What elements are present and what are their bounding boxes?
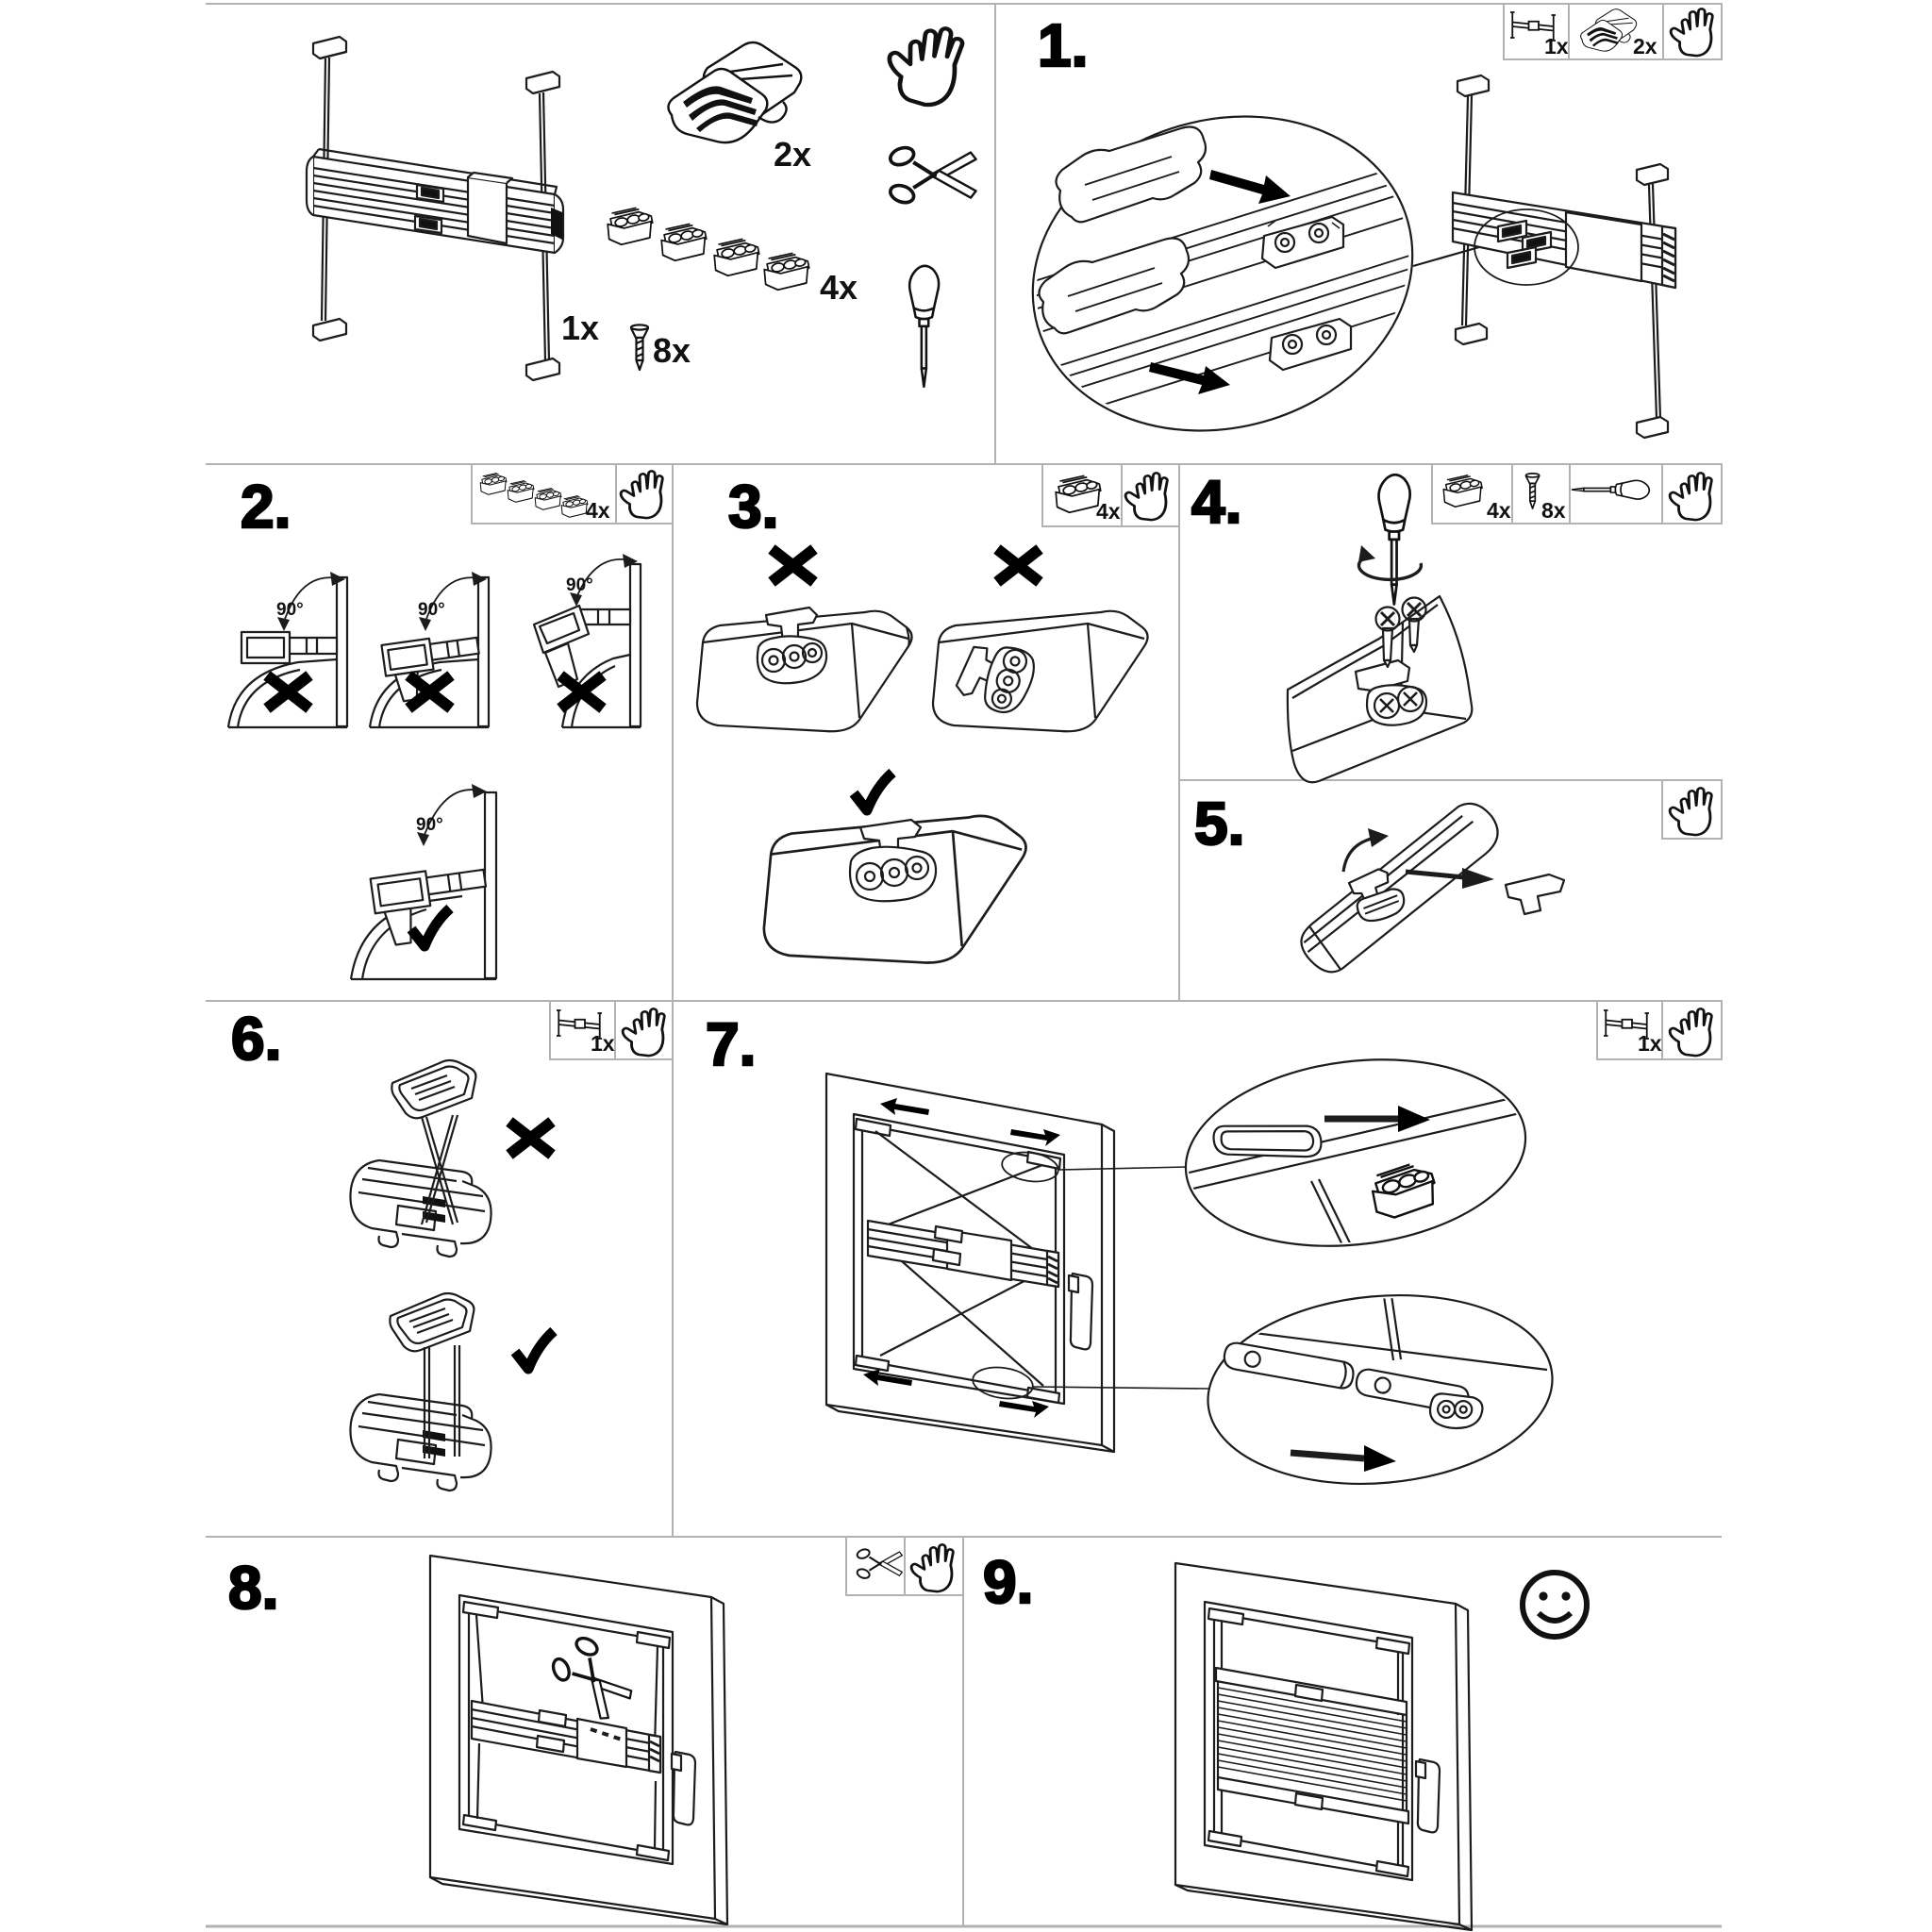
svg-text:90°: 90° <box>418 600 445 620</box>
svg-text:1x: 1x <box>1544 34 1569 58</box>
svg-text:2.: 2. <box>241 473 291 541</box>
svg-text:7.: 7. <box>706 1010 756 1078</box>
svg-text:9.: 9. <box>983 1548 1033 1616</box>
svg-text:4.: 4. <box>1191 468 1241 536</box>
svg-text:1x: 1x <box>591 1031 615 1056</box>
svg-text:4x: 4x <box>1487 498 1511 523</box>
svg-text:90°: 90° <box>276 600 304 620</box>
svg-text:4x: 4x <box>1096 499 1121 524</box>
svg-text:90°: 90° <box>566 575 593 595</box>
svg-text:4x: 4x <box>820 268 858 307</box>
svg-text:90°: 90° <box>416 815 443 835</box>
svg-text:4x: 4x <box>586 498 610 523</box>
svg-text:2x: 2x <box>1633 34 1657 58</box>
svg-text:8x: 8x <box>1541 498 1566 523</box>
svg-text:8.: 8. <box>228 1554 278 1622</box>
svg-text:3.: 3. <box>728 473 778 541</box>
svg-text:2x: 2x <box>774 135 811 174</box>
svg-text:1x: 1x <box>561 308 599 347</box>
svg-text:8x: 8x <box>653 331 691 370</box>
svg-text:1.: 1. <box>1038 11 1088 79</box>
svg-text:6.: 6. <box>231 1005 281 1073</box>
svg-text:1x: 1x <box>1638 1031 1662 1056</box>
svg-text:5.: 5. <box>1194 790 1244 858</box>
